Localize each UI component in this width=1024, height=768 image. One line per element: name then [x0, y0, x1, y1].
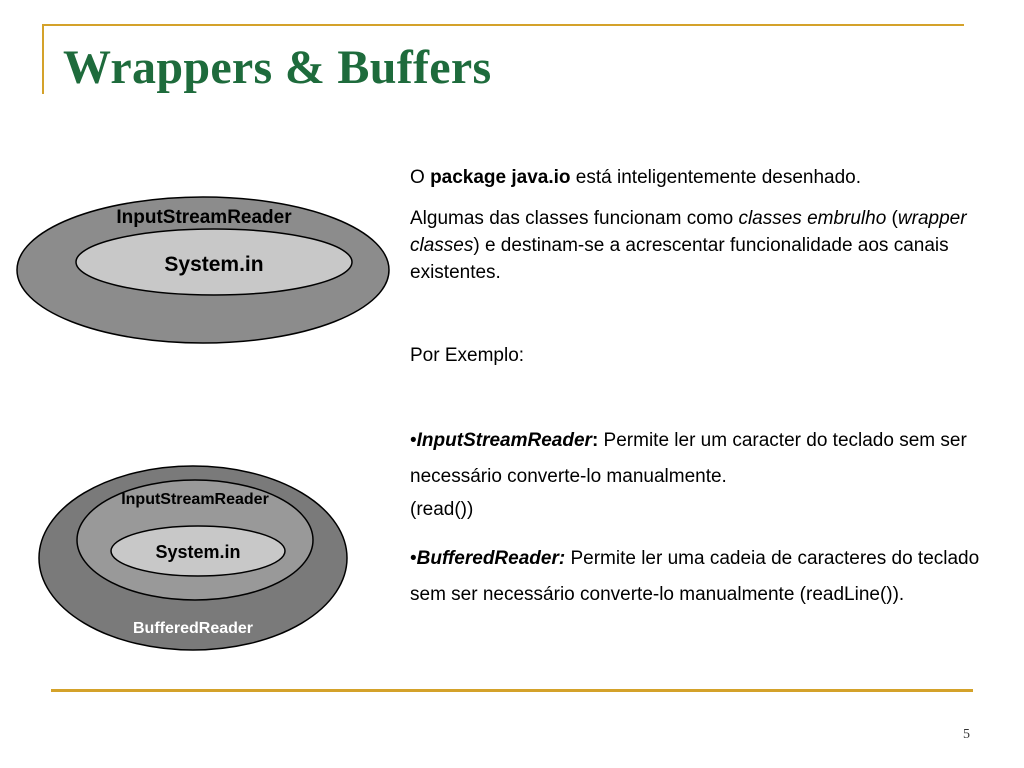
bullet-inputstreamreader: •InputStreamReader: Permite ler um carac… — [410, 430, 967, 487]
left-rule — [42, 24, 44, 94]
top-outer-label: InputStreamReader — [116, 207, 292, 228]
bottom-rule — [51, 689, 973, 692]
bullet-bufferedreader: •BufferedReader: Permite ler uma cadeia … — [410, 548, 980, 605]
top-rule — [42, 24, 964, 26]
intro-paragraph: O package java.io está inteligentemente … — [410, 167, 862, 188]
read-method: (read()) — [410, 499, 474, 520]
diagram-top: InputStreamReader System.in — [16, 196, 390, 344]
diagram-bottom: InputStreamReader System.in BufferedRead… — [38, 465, 348, 651]
slide-title: Wrappers & Buffers — [63, 41, 492, 94]
bottom-middle-label: InputStreamReader — [121, 491, 269, 508]
page-number: 5 — [963, 727, 970, 742]
top-inner-ellipse — [75, 228, 353, 296]
bottom-outer-label: BufferedReader — [133, 620, 253, 637]
bottom-inner-ellipse — [110, 525, 286, 577]
top-inner-label: System.in — [164, 253, 263, 276]
wrapper-description: Algumas das classes funcionam como class… — [410, 208, 967, 283]
bottom-inner-label: System.in — [155, 542, 240, 562]
example-heading: Por Exemplo: — [410, 345, 525, 366]
